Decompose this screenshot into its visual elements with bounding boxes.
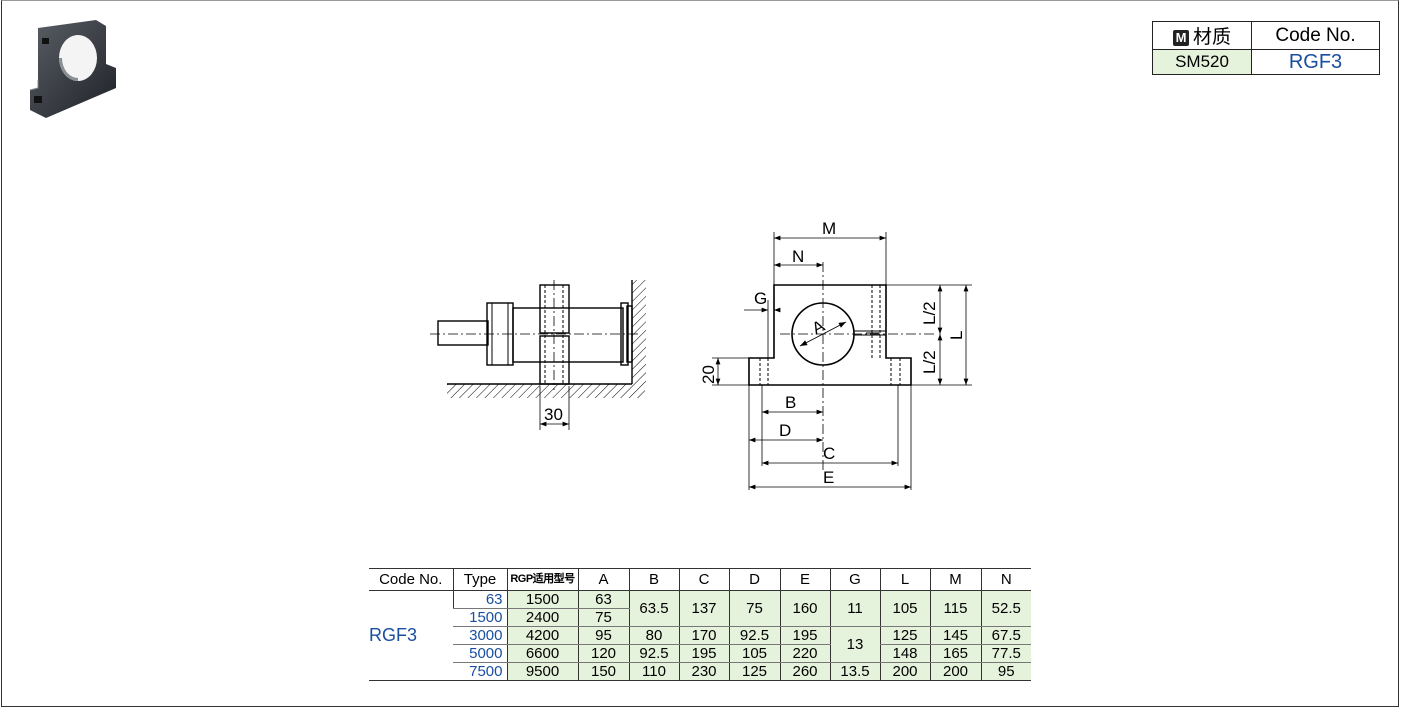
dim-L2-top: L/2	[920, 301, 939, 325]
dim-E: E	[823, 468, 834, 487]
table-row: 1500 2400 75	[369, 608, 1031, 627]
technical-drawing: M N G A L/2 L/2 L 20 B D C E 30	[430, 219, 972, 490]
col-rgp: RGP适用型号	[506, 568, 578, 591]
dim-G: G	[754, 289, 767, 308]
col-G: G	[829, 568, 880, 591]
spec-header-row: Code No. Type RGP适用型号 A B C D E G L M N	[369, 568, 1031, 591]
code-value: RGF3	[1251, 49, 1380, 75]
dim-D: D	[779, 421, 791, 440]
spec-table: Code No. Type RGP适用型号 A B C D E G L M N …	[369, 568, 1031, 681]
table-row: RGF3 63 1500 63 63.5 137 75 160 11 105 1…	[369, 590, 1031, 681]
dim-M: M	[822, 219, 836, 238]
dim-B: B	[785, 393, 796, 412]
col-C: C	[678, 568, 729, 591]
col-type: Type	[452, 568, 507, 591]
material-m-icon: M	[1172, 29, 1189, 46]
dim-N: N	[792, 247, 804, 266]
col-N: N	[980, 568, 1031, 591]
table-row: 5000 6600 120 92.5 195 105 220 148 165 7…	[369, 644, 1031, 663]
table-row: 7500 9500 150 110 230 125 260 13.5 200 2…	[369, 662, 1031, 681]
col-B: B	[628, 568, 679, 591]
dim-L: L	[947, 331, 966, 340]
col-A: A	[577, 568, 629, 591]
row-code: RGF3	[369, 590, 453, 681]
dim-20: 20	[699, 365, 718, 384]
dim-L2-bottom: L/2	[920, 350, 939, 374]
material-value: SM520	[1152, 49, 1252, 75]
dim-C: C	[823, 444, 835, 463]
product-photo	[29, 20, 116, 118]
col-code: Code No.	[369, 568, 453, 591]
col-E: E	[779, 568, 830, 591]
table-row: 3000 4200 95 80 170 92.5 195 13 125 145 …	[369, 626, 1031, 663]
dim-30: 30	[544, 405, 563, 424]
dim-A: A	[809, 316, 829, 338]
col-M: M	[929, 568, 981, 591]
col-L: L	[879, 568, 930, 591]
col-D: D	[728, 568, 780, 591]
